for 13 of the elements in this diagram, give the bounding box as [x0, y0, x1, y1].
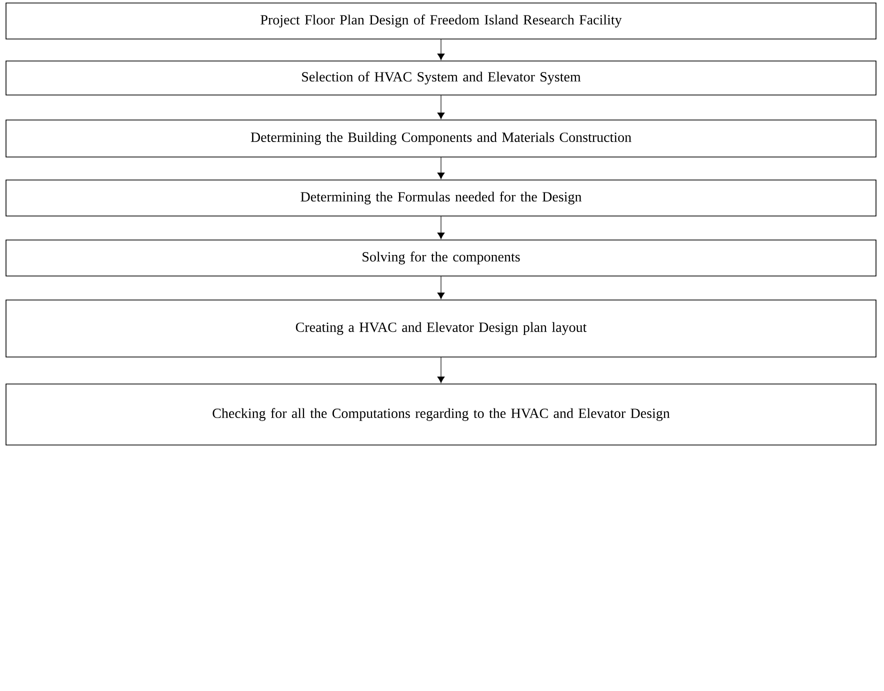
- process-box: Solving for the components: [6, 240, 876, 276]
- arrow: [437, 357, 445, 384]
- arrow: [437, 276, 445, 300]
- process-box: Creating a HVAC and Elevator Design plan layout: [6, 300, 876, 358]
- process-box: Determining the Building Components and Materials Construction: [6, 120, 876, 158]
- arrow: [437, 39, 445, 60]
- process-box: Selection of HVAC System and Elevator System: [6, 60, 876, 96]
- arrow: [437, 95, 445, 120]
- process-box: Determining the Formulas needed for the Design: [6, 180, 876, 216]
- process-box: Checking for all the Computations regarding to the HVAC and Elevator Design: [6, 384, 876, 446]
- arrow: [437, 157, 445, 180]
- arrow: [437, 216, 445, 240]
- process-box: Project Floor Plan Design of Freedom Island Research Facility: [6, 2, 876, 40]
